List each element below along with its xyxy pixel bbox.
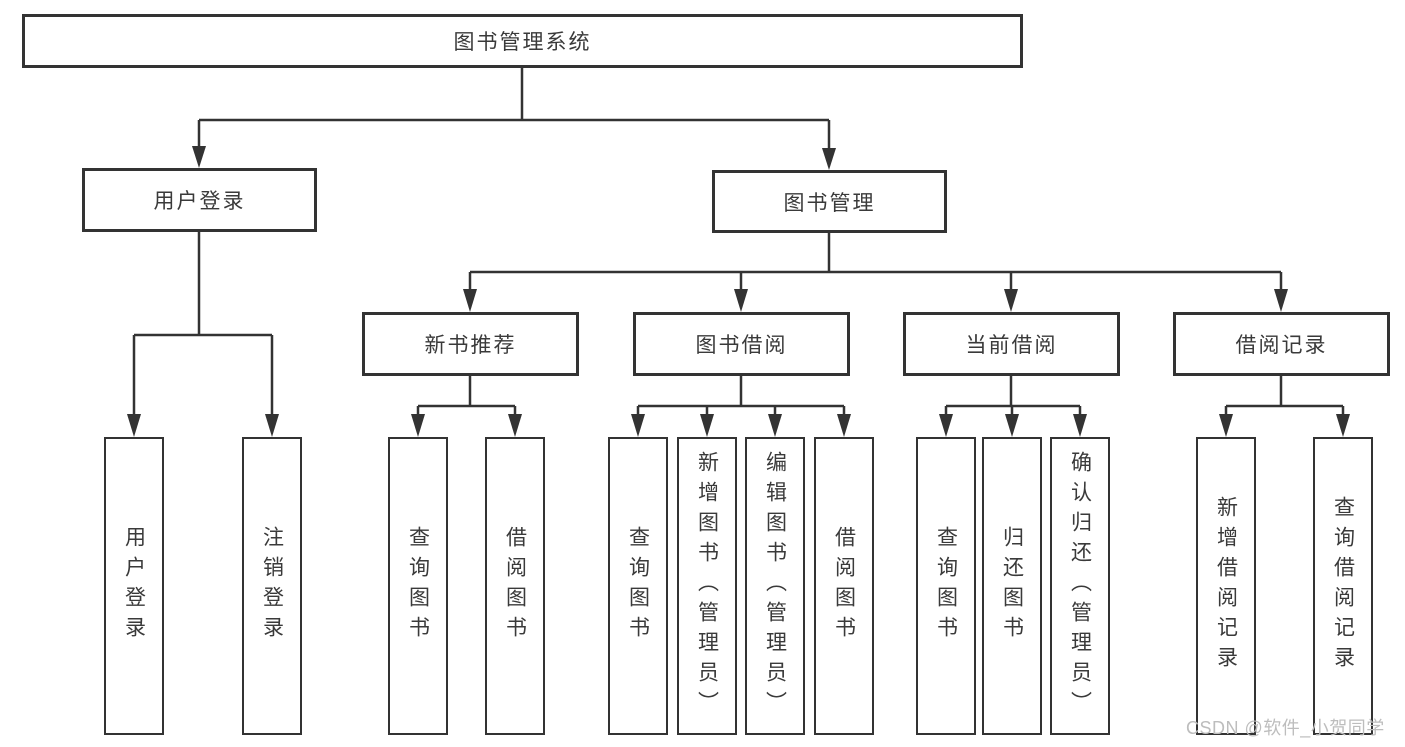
node-label: 新书推荐: [424, 334, 517, 357]
node-new-book-recommendation: 新书推荐: [362, 312, 579, 376]
leaf-logout: 注销登录: [242, 437, 302, 735]
node-label: 图书管理系统: [453, 31, 592, 54]
node-label: 用户登录: [122, 526, 146, 646]
node-label: 编辑图书（管理员）: [763, 451, 787, 721]
leaf-edit-books-admin: 编辑图书（管理员）: [745, 437, 805, 735]
leaf-query-books-recommend: 查询图书: [388, 437, 448, 735]
node-label: 查询图书: [626, 526, 650, 646]
node-label: 借阅记录: [1235, 334, 1328, 357]
leaf-confirm-return-admin: 确认归还（管理员）: [1050, 437, 1110, 735]
node-label: 借阅图书: [503, 526, 527, 646]
node-borrowing-records: 借阅记录: [1173, 312, 1390, 376]
node-label: 注销登录: [260, 526, 284, 646]
leaf-query-borrow-record: 查询借阅记录: [1313, 437, 1373, 735]
leaf-add-borrow-record: 新增借阅记录: [1196, 437, 1256, 735]
node-label: 确认归还（管理员）: [1068, 451, 1092, 721]
leaf-query-books-current: 查询图书: [916, 437, 976, 735]
leaf-return-books: 归还图书: [982, 437, 1042, 735]
node-label: 新增借阅记录: [1214, 496, 1238, 676]
leaf-query-books-borrowing: 查询图书: [608, 437, 668, 735]
node-label: 归还图书: [1000, 526, 1024, 646]
leaf-borrow-books-borrowing: 借阅图书: [814, 437, 874, 735]
node-label: 用户登录: [153, 190, 246, 213]
node-label: 当前借阅: [965, 334, 1058, 357]
node-book-management-branch: 图书管理: [712, 170, 947, 233]
node-label: 图书管理: [783, 191, 876, 215]
csdn-watermark: CSDN @软件_小贺同学: [1186, 718, 1385, 738]
node-label: 查询图书: [934, 526, 958, 646]
node-library-management-system: 图书管理系统: [22, 14, 1023, 68]
node-current-borrowing: 当前借阅: [903, 312, 1120, 376]
leaf-add-books-admin: 新增图书（管理员）: [677, 437, 737, 735]
node-book-borrowing: 图书借阅: [633, 312, 850, 376]
node-user-login-branch: 用户登录: [82, 168, 317, 232]
node-label: 查询借阅记录: [1331, 496, 1355, 676]
node-label: 查询图书: [406, 526, 430, 646]
node-label: 新增图书（管理员）: [695, 451, 719, 721]
leaf-user-login: 用户登录: [104, 437, 164, 735]
node-label: 借阅图书: [832, 526, 856, 646]
node-label: 图书借阅: [695, 334, 788, 357]
leaf-borrow-books-recommend: 借阅图书: [485, 437, 545, 735]
